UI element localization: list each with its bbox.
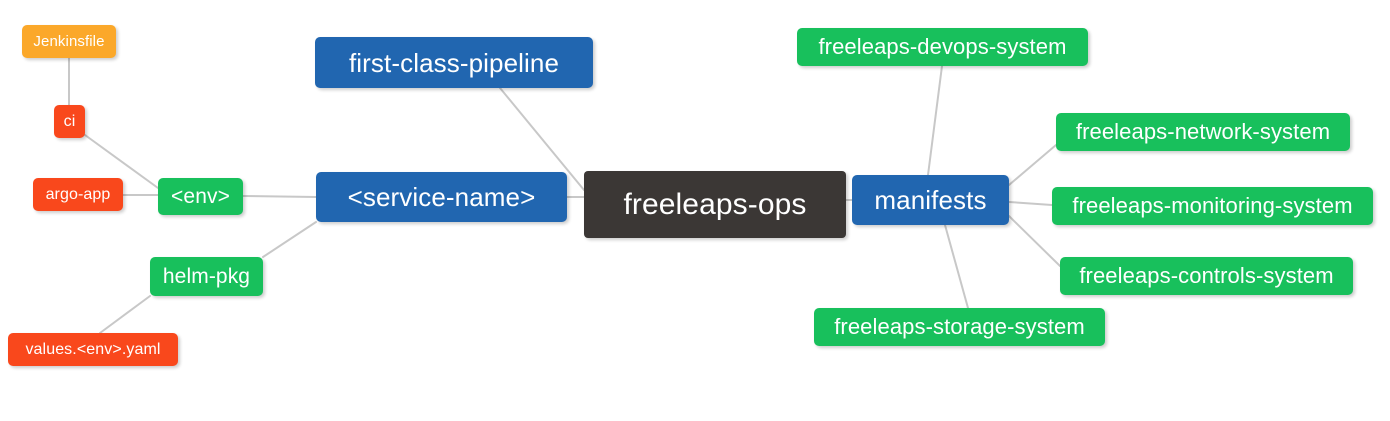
mindmap-node-first-class-pipeline[interactable]: first-class-pipeline xyxy=(315,37,593,88)
mindmap-node-values-env-yaml[interactable]: values.<env>.yaml xyxy=(8,333,178,366)
edge-helm-pkg-to-values-env-yaml xyxy=(99,295,151,334)
mindmap-node-freeleaps-monitoring-system[interactable]: freeleaps-monitoring-system xyxy=(1052,187,1373,225)
mindmap-node-helm-pkg[interactable]: helm-pkg xyxy=(150,257,263,296)
mindmap-node-env[interactable]: <env> xyxy=(158,178,243,215)
edge-manifests-to-freeleaps-devops-system xyxy=(927,65,943,176)
mindmap-node-manifests[interactable]: manifests xyxy=(852,175,1009,225)
mindmap-node-argo-app[interactable]: argo-app xyxy=(33,178,123,211)
mindmap-node-freeleaps-controls-system[interactable]: freeleaps-controls-system xyxy=(1060,257,1353,295)
mindmap-node-freeleaps-devops-system[interactable]: freeleaps-devops-system xyxy=(797,28,1088,66)
mindmap-node-ci[interactable]: ci xyxy=(54,105,85,138)
mindmap-node-freeleaps-network-system[interactable]: freeleaps-network-system xyxy=(1056,113,1350,151)
edge-service-name-to-env xyxy=(242,195,317,198)
edge-manifests-to-freeleaps-monitoring-system xyxy=(1008,201,1053,206)
edge-manifests-to-freeleaps-network-system xyxy=(1008,144,1057,186)
edge-service-name-to-helm-pkg xyxy=(262,221,317,258)
mindmap-node-freeleaps-storage-system[interactable]: freeleaps-storage-system xyxy=(814,308,1105,346)
edge-manifests-to-freeleaps-controls-system xyxy=(1008,215,1061,267)
mindmap-node-service-name[interactable]: <service-name> xyxy=(316,172,567,222)
edge-manifests-to-freeleaps-storage-system xyxy=(944,224,969,309)
mindmap-node-jenkinsfile[interactable]: Jenkinsfile xyxy=(22,25,116,58)
mindmap-node-freeleaps-ops[interactable]: freeleaps-ops xyxy=(584,171,846,238)
